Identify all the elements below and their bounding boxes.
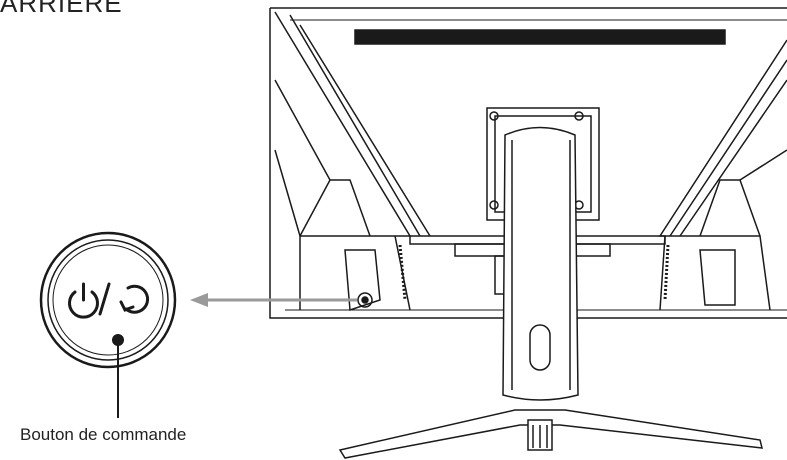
control-button-zoom[interactable] [39, 231, 177, 369]
stand-neck [502, 126, 579, 401]
reset-icon [119, 284, 150, 314]
control-button-location [357, 292, 373, 308]
page-title: ARRIÈRE [0, 0, 123, 18]
callout-arrow [190, 293, 357, 307]
vent-grille [354, 29, 726, 45]
slash-divider [98, 282, 111, 316]
stand-base [338, 409, 763, 459]
power-icon [68, 282, 99, 319]
callout-label: Bouton de commande [20, 425, 187, 444]
